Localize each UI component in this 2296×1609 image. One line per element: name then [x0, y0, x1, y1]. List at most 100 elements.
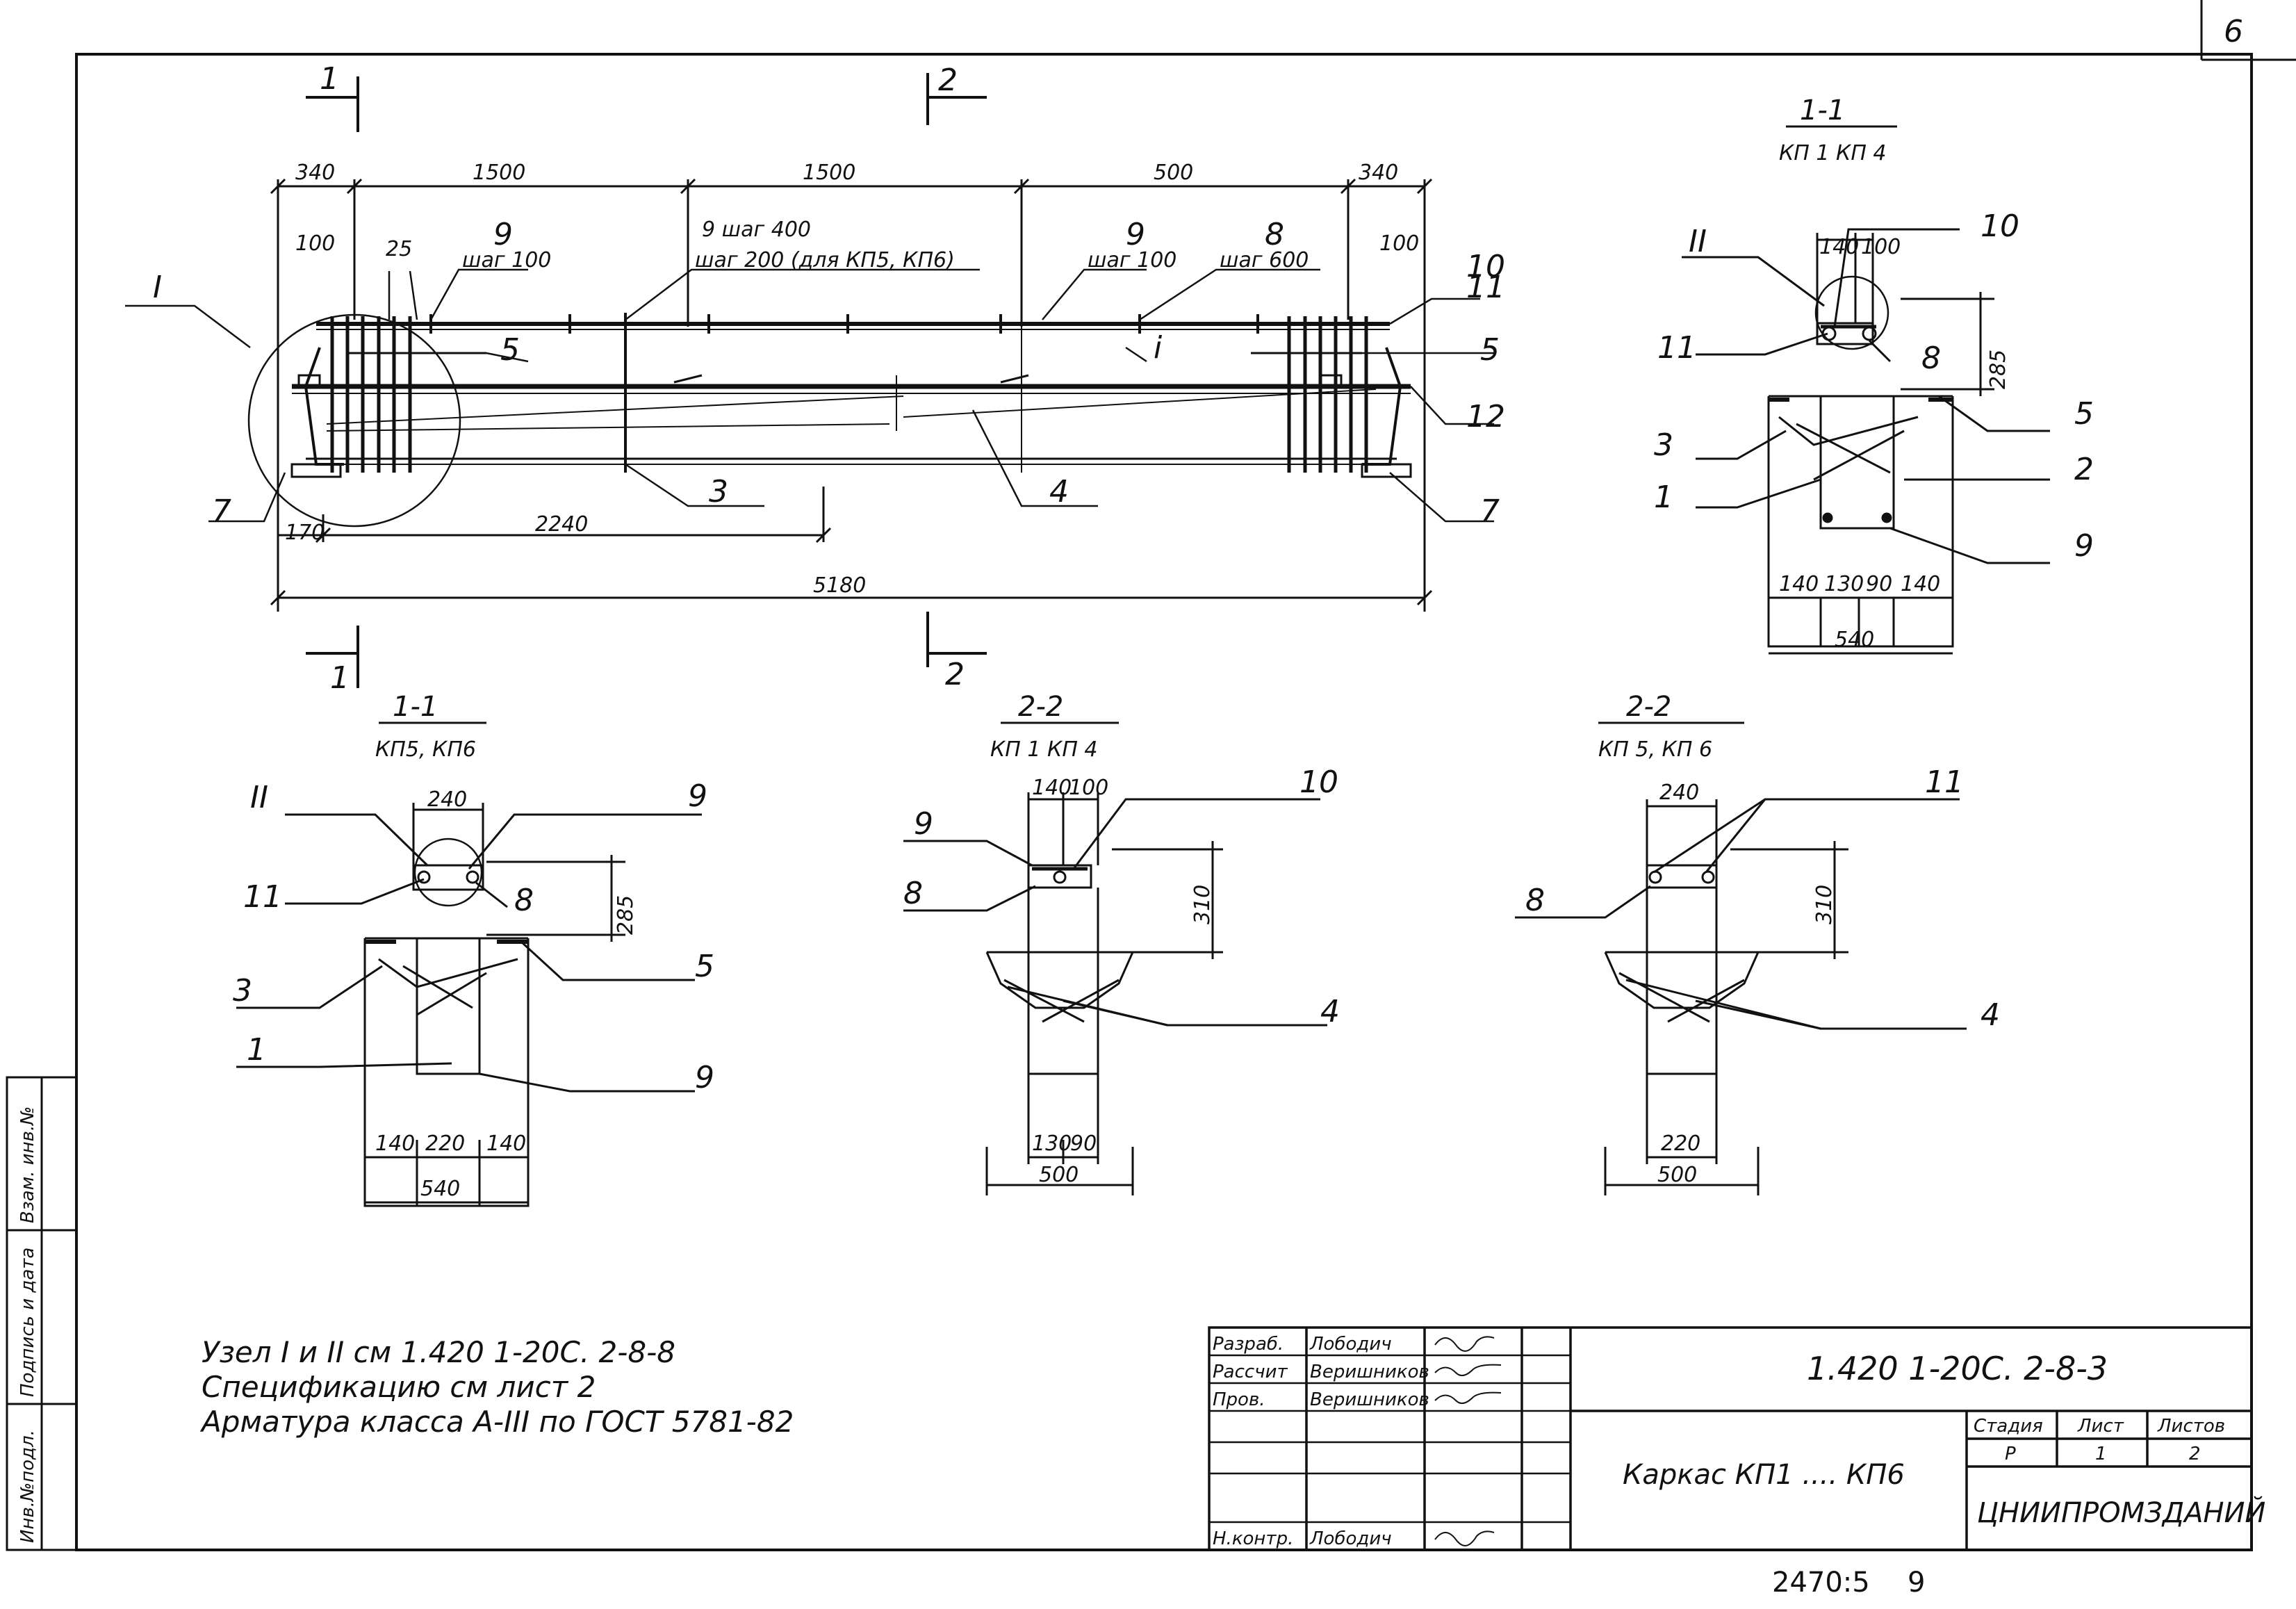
callout-5-left: 5: [500, 332, 520, 368]
sec-1-1-kp5-dim-285: 285: [614, 895, 638, 935]
sec-1-1-kp1-dim-100: 100: [1861, 235, 1901, 259]
main-callout-labels: 9 шаг 100 9 шаг 400 шаг 200 (для КП5, КП…: [212, 217, 1505, 529]
dim-5180: 5180: [813, 573, 866, 598]
sec-1-1-kp1-callout-11: 11: [1657, 330, 1696, 366]
callout-7-right: 7: [1480, 493, 1500, 529]
sec-2-2-kp1-title: 2-2: [1018, 691, 1063, 723]
tb-name-0: Лободич: [1309, 1334, 1392, 1355]
sec-2-2-kp5-dim-240: 240: [1659, 781, 1699, 805]
node-1-label: I: [153, 270, 162, 305]
tb-role-0: Разраб.: [1213, 1334, 1284, 1355]
tb-sheet-label: Лист: [2077, 1416, 2124, 1437]
sec-1-1-kp5-subtitle: КП5, КП6: [375, 737, 476, 762]
sec-2-2-kp1-callout-9: 9: [914, 806, 933, 842]
tb-designation: 1.420 1-20С. 2-8-3: [1807, 1350, 2108, 1387]
sec-1-1-kp5-bdim-140b: 140: [486, 1132, 526, 1156]
sec-2-2-kp5-dim-310: 310: [1812, 885, 1837, 924]
dim-25: 25: [386, 237, 412, 261]
sec-2-2-kp1-dim-310: 310: [1190, 885, 1215, 924]
sec-1-1-kp1-callout-8: 8: [1921, 341, 1941, 376]
section-2-2-kp1-kp4: [903, 721, 1327, 1195]
tb-role-2: Пров.: [1213, 1389, 1265, 1410]
sec-1-1-kp5-callout-11: 11: [243, 879, 282, 915]
callout-4: 4: [1049, 474, 1069, 509]
dim-500: 500: [1154, 161, 1193, 185]
note-line-1: Узел I и II см 1.420 1-20С. 2-8-8: [202, 1335, 675, 1369]
sec-1-1-kp1-bdim-130: 130: [1824, 572, 1864, 596]
stamp-inventory: Инв.№подл.: [17, 1430, 38, 1543]
title-block-text: Разраб. Лободич Рассчит Веришников Пров.…: [1213, 1334, 2265, 1549]
tb-name-6: Лободич: [1309, 1528, 1392, 1549]
sheet-corner-number: 6: [2224, 14, 2243, 49]
sec-1-1-kp1-callout-1: 1: [1654, 480, 1673, 515]
section-1-top-label: 1: [320, 61, 339, 97]
section-2-2-kp1-kp4-labels: 2-2 КП 1 КП 4 9 10 8 4 140 100 310 130 9…: [903, 691, 1340, 1187]
sec-1-1-kp5-callout-1: 1: [247, 1032, 266, 1068]
sec-2-2-kp5-title: 2-2: [1626, 691, 1671, 723]
sec-2-2-kp1-bdim-130: 130: [1032, 1132, 1072, 1156]
sec-1-1-kp5-bdim-140a: 140: [375, 1132, 415, 1156]
section-1-1-kp5-kp6-labels: 1-1 КП5, КП6 II 9 11 8 5 3 1 9 240 285 1…: [233, 691, 714, 1201]
sec-1-1-kp5-callout-5: 5: [695, 949, 714, 984]
callout-5-right: 5: [1480, 332, 1500, 368]
stamp-signature: Подпись и дата: [17, 1248, 38, 1397]
sec-1-1-kp1-dim-140: 140: [1819, 235, 1859, 259]
dim-2240: 2240: [535, 512, 588, 537]
sec-1-1-kp1-bdim-90: 90: [1866, 572, 1892, 596]
stamp-replace: Взам. инв.№: [17, 1106, 38, 1223]
sec-1-1-kp1-bdim-540: 540: [1835, 628, 1874, 652]
title-block: [1208, 1326, 2253, 1551]
side-stamp: [6, 1076, 78, 1551]
sec-1-1-kp5-bdim-540: 540: [420, 1177, 460, 1201]
tb-organization: ЦНИИПРОМЗДАНИЙ: [1977, 1496, 2265, 1529]
dim-100-left: 100: [295, 231, 335, 256]
callout-12: 12: [1466, 399, 1505, 434]
sec-1-1-kp5-callout-9-top: 9: [688, 778, 707, 814]
callout-10: 10: [1466, 249, 1505, 284]
sec-2-2-kp1-dim-100: 100: [1069, 776, 1108, 800]
callout-9-right: 9: [1126, 217, 1145, 252]
callout-9-mid-step: шаг 200 (для КП5, КП6): [695, 248, 955, 272]
sec-1-1-kp1-node: II: [1689, 224, 1707, 259]
note-line-2: Спецификацию см лист 2: [202, 1370, 596, 1404]
sec-1-1-kp5-bdim-220: 220: [425, 1132, 465, 1156]
footer-inventory: 2470:5: [1772, 1567, 1870, 1599]
callout-9-mid: 9 шаг 400: [702, 218, 811, 242]
section-1-1-kp5-kp6: [236, 721, 702, 1207]
main-leaders: [125, 268, 1494, 523]
general-notes: Узел I и II см 1.420 1-20С. 2-8-8 Специф…: [199, 1335, 794, 1439]
section-2-2-kp5-kp6-labels: 2-2 КП 5, КП 6 11 8 4 240 310 220 500: [1525, 691, 2000, 1187]
section-2-2-kp5-kp6: [1515, 721, 1967, 1195]
dim-340-right: 340: [1359, 161, 1398, 185]
tb-sheets: 2: [2189, 1444, 2201, 1464]
sec-2-2-kp5-callout-4: 4: [1981, 997, 2000, 1033]
sec-2-2-kp1-callout-10: 10: [1299, 765, 1338, 800]
section-2-top-label: 2: [938, 63, 958, 98]
section-1-bottom-label: 1: [330, 660, 350, 696]
sec-1-1-kp1-callout-3: 3: [1654, 427, 1673, 463]
section-1-1-kp1-kp4-labels: 1-1 КП 1 КП 4 II 10 11 8 5 3 2 1 9 140 1…: [1654, 95, 2094, 652]
sec-1-1-kp1-callout-2: 2: [2074, 452, 2094, 487]
sec-1-1-kp5-node: II: [250, 780, 268, 815]
sec-1-1-kp1-dim-285: 285: [1986, 350, 2010, 389]
dim-170: 170: [285, 521, 325, 545]
sec-1-1-kp1-callout-9: 9: [2074, 528, 2094, 564]
dim-1500-a: 1500: [473, 161, 525, 185]
tb-name-2: Веришников: [1310, 1389, 1429, 1410]
sec-2-2-kp5-subtitle: КП 5, КП 6: [1598, 737, 1712, 762]
callout-11: 11: [1466, 270, 1505, 305]
sec-2-2-kp1-callout-4: 4: [1320, 994, 1340, 1029]
main-elevation: [247, 178, 1433, 612]
sheet-frame: [75, 0, 2296, 1551]
sec-1-1-kp1-subtitle: КП 1 КП 4: [1779, 141, 1887, 165]
sec-1-1-kp5-callout-8: 8: [514, 883, 534, 918]
sec-1-1-kp1-bdim-140b: 140: [1901, 572, 1940, 596]
sec-2-2-kp1-bdim-500: 500: [1039, 1163, 1079, 1187]
tb-sheet: 1: [2095, 1444, 2107, 1464]
tb-stage-label: Стадия: [1974, 1416, 2043, 1437]
sec-1-1-kp1-callout-5: 5: [2074, 396, 2094, 432]
tb-object-name: Каркас КП1 .... КП6: [1623, 1459, 1905, 1491]
sec-2-2-kp5-callout-11: 11: [1925, 765, 1964, 800]
sec-1-1-kp1-callout-10: 10: [1981, 209, 2019, 244]
